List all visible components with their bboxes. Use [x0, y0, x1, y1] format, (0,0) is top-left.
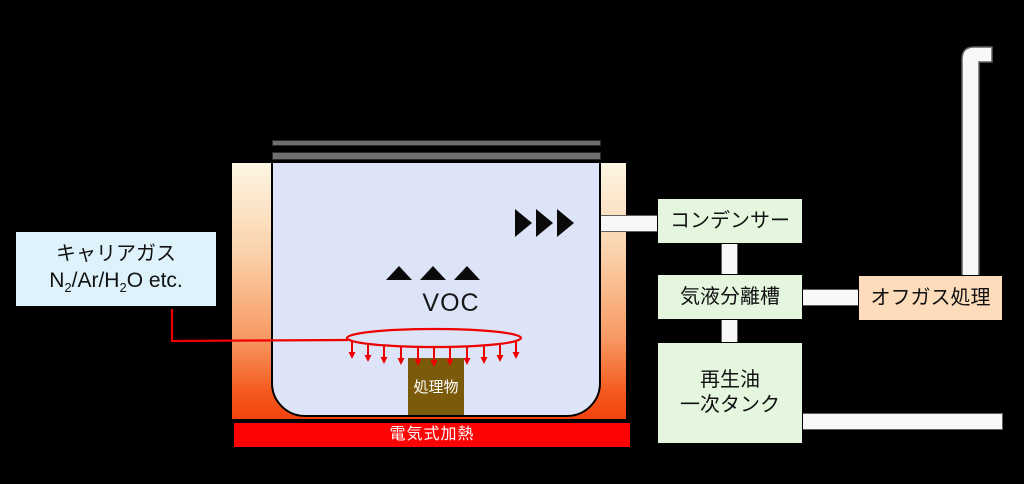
vapor-flow-icons [515, 209, 574, 237]
vapor-rising-icons [386, 266, 480, 280]
offgas-label: オフガス処理 [870, 286, 991, 309]
electric-heater-bar: 電気式加熱 [234, 421, 630, 447]
vessel-lid-bar-top [272, 140, 601, 146]
tank-label-line2: 一次タンク [680, 394, 780, 416]
flow-right-triangle-icon [557, 209, 574, 237]
condenser-box: コンデンサー [657, 198, 803, 244]
vapor-up-triangle-icon [454, 266, 480, 280]
carrier-gas-box: キャリアガス N2/Ar/H2O etc. [14, 230, 218, 308]
voc-label: VOC [422, 289, 480, 317]
gas-liquid-separator-box: 気液分離槽 [657, 274, 803, 320]
separator-to-offgas-pipe [802, 289, 860, 306]
offgas-treatment-box: オフガス処理 [858, 275, 1003, 321]
treated-material-box: 処理物 [408, 358, 464, 415]
tank-outlet-pipe [802, 413, 1003, 430]
vapor-up-triangle-icon [386, 266, 412, 280]
vapor-up-triangle-icon [420, 266, 446, 280]
vessel-lid-bar-bottom [272, 152, 601, 160]
flow-right-triangle-icon [515, 209, 532, 237]
tank-label-line1: 再生油 [700, 369, 760, 391]
separator-to-tank-pipe [721, 318, 738, 344]
flow-right-triangle-icon [536, 209, 553, 237]
vapor-outlet-pipe [599, 215, 659, 232]
carrier-gas-label: キャリアガス [56, 242, 176, 265]
separator-label: 気液分離槽 [680, 285, 780, 308]
condenser-to-separator-pipe [721, 242, 738, 276]
recovered-oil-tank-box: 再生油 一次タンク [657, 342, 803, 444]
condenser-label: コンデンサー [670, 209, 790, 232]
carrier-gas-formula: N2/Ar/H2O etc. [49, 268, 183, 296]
